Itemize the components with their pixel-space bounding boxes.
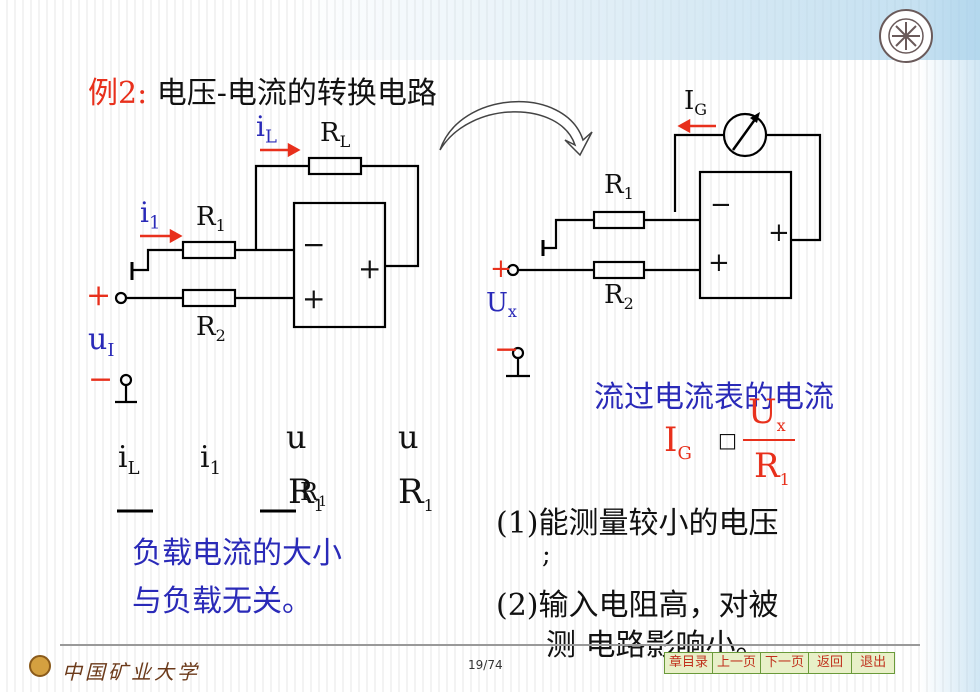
point-2: (2)输入电阻高，对被	[496, 588, 779, 623]
header-band	[0, 0, 980, 60]
page-number: 19/74	[468, 658, 503, 672]
left-opamp-out-plus: +	[358, 252, 382, 285]
nav-bar: 章目录 上一页 下一页 返回 退出	[664, 652, 896, 674]
eq-R-b: R1	[300, 478, 327, 510]
footer-divider	[60, 644, 920, 646]
label-uI: uI	[88, 322, 115, 361]
right-opamp-minus: −	[710, 190, 732, 220]
right-opamp-out-plus: +	[768, 218, 790, 248]
eq-i1: i1	[200, 440, 222, 479]
meter-caption: 流过电流表的电流	[594, 380, 834, 415]
label-RL: RL	[320, 118, 351, 152]
eq-numerator: Ux	[748, 392, 786, 435]
slide-title: 例2: 电压-电流的转换电路	[88, 68, 437, 112]
title-main: 电压-电流的转换电路	[147, 76, 437, 111]
label-R1-left: R1	[196, 202, 226, 236]
label-iL: iL	[256, 110, 277, 148]
footer-logo-icon	[29, 655, 51, 677]
title-prefix: 例2:	[88, 76, 148, 111]
left-opamp-minus: −	[302, 228, 326, 261]
eq-iL: iL	[118, 440, 140, 479]
label-R2-left: R2	[196, 312, 226, 346]
eq-R-a: R1	[288, 472, 324, 515]
point-1-semicolon: ;	[542, 540, 551, 570]
label-R1-right: R1	[604, 170, 634, 204]
footer-logo-text: 中国矿业大学	[62, 660, 200, 684]
eq-u-2: u	[398, 418, 419, 456]
point-1: (1)能测量较小的电压	[496, 506, 779, 541]
nav-back-button[interactable]: 返回	[808, 652, 853, 674]
nav-prev-button[interactable]: 上一页	[712, 652, 762, 674]
right-opamp-plus: +	[708, 248, 730, 278]
right-minus-terminal: −	[494, 332, 520, 367]
label-IG: IG	[684, 86, 708, 120]
left-opamp-plus: +	[302, 282, 326, 315]
eq-R-c: R1	[398, 472, 434, 515]
left-plus-terminal: +	[86, 278, 112, 313]
side-band	[920, 0, 980, 692]
nav-next-button[interactable]: 下一页	[760, 652, 810, 674]
university-emblem-icon	[879, 9, 933, 63]
note-line-2: 与负载无关。	[132, 584, 312, 619]
label-i1: i1	[140, 196, 161, 234]
label-Ux: Ux	[486, 288, 517, 322]
eq-u-1: u	[286, 418, 307, 456]
transform-arrow-icon	[439, 101, 593, 157]
nav-chapter-index-button[interactable]: 章目录	[664, 652, 714, 674]
right-plus-terminal: +	[490, 254, 512, 284]
eq-denominator: R1	[754, 446, 790, 489]
left-minus-terminal: −	[88, 362, 114, 397]
label-R2-right: R2	[604, 280, 634, 314]
nav-exit-button[interactable]: 退出	[851, 652, 896, 674]
eq-box-symbol: □	[718, 428, 737, 452]
eq-IG: IG	[664, 420, 692, 464]
note-line-1: 负载电流的大小	[132, 536, 342, 571]
